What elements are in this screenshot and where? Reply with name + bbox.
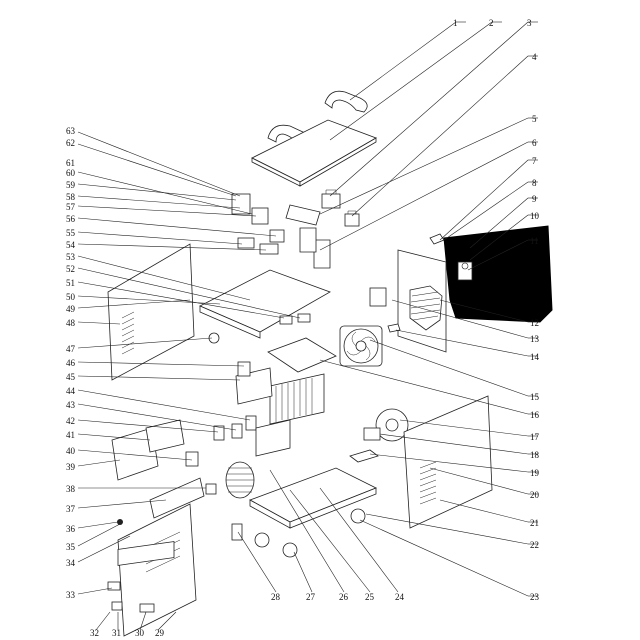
part-inductor <box>225 461 255 541</box>
callout-10: 10 <box>530 211 540 221</box>
callout-5: 5 <box>532 114 537 124</box>
callout-15: 15 <box>530 392 540 402</box>
part-boards-upper <box>285 204 331 269</box>
callout-63: 63 <box>66 126 76 136</box>
callout-36: 36 <box>66 524 76 534</box>
callout-60: 60 <box>66 168 76 178</box>
callout-2: 2 <box>489 18 494 28</box>
callout-31: 31 <box>112 628 121 638</box>
callout-42: 42 <box>66 416 75 426</box>
callout-23: 23 <box>530 592 540 602</box>
callout-43: 43 <box>66 400 76 410</box>
callout-3: 3 <box>527 18 532 28</box>
part-rear-assembly <box>429 225 553 323</box>
callout-49: 49 <box>66 304 76 314</box>
part-fan <box>339 325 383 367</box>
part-main-board <box>199 193 331 377</box>
callout-58: 58 <box>66 192 76 202</box>
part-top-cover <box>251 119 377 187</box>
callout-24: 24 <box>395 592 405 602</box>
part-mounting-plate <box>267 337 337 373</box>
callout-27: 27 <box>306 592 316 602</box>
callout-20: 20 <box>530 490 540 500</box>
callout-11: 11 <box>530 236 539 246</box>
callout-40: 40 <box>66 446 76 456</box>
callout-19: 19 <box>530 468 540 478</box>
callout-6: 6 <box>532 138 537 148</box>
callout-57: 57 <box>66 202 76 212</box>
callout-38: 38 <box>66 484 76 494</box>
callout-1: 1 <box>453 18 458 28</box>
part-front-panel <box>107 477 205 637</box>
callout-44: 44 <box>66 386 76 396</box>
callout-14: 14 <box>530 352 540 362</box>
part-heat-sink <box>235 367 325 457</box>
part-left-side-panel <box>107 243 195 381</box>
part-right-side-panel <box>403 395 493 529</box>
callout-30: 30 <box>135 628 145 638</box>
callout-4: 4 <box>532 52 537 62</box>
callout-47: 47 <box>66 344 76 354</box>
callout-7: 7 <box>532 156 537 166</box>
callout-29: 29 <box>155 628 165 638</box>
callout-16: 16 <box>530 410 540 420</box>
callout-12: 12 <box>530 318 539 328</box>
callout-59: 59 <box>66 180 76 190</box>
callout-34: 34 <box>66 558 76 568</box>
callout-25: 25 <box>365 592 375 602</box>
callout-21: 21 <box>530 518 539 528</box>
callout-26: 26 <box>339 592 349 602</box>
part-connector <box>457 261 473 281</box>
callout-8: 8 <box>532 178 537 188</box>
callout-62: 62 <box>66 138 75 148</box>
callout-53: 53 <box>66 252 76 262</box>
callout-32: 32 <box>90 628 99 638</box>
callout-numbers: 1 2 3 4 5 6 7 8 9 10 11 12 13 14 15 16 1… <box>66 18 540 638</box>
part-output-transformer <box>349 408 409 463</box>
callout-51: 51 <box>66 278 75 288</box>
callout-37: 37 <box>66 504 76 514</box>
callout-17: 17 <box>530 432 540 442</box>
part-rear-panel <box>369 249 447 353</box>
part-base <box>249 467 377 558</box>
callout-35: 35 <box>66 542 76 552</box>
part-control-boards <box>111 415 257 495</box>
callout-50: 50 <box>66 292 76 302</box>
callout-48: 48 <box>66 318 76 328</box>
part-transformers-top <box>321 189 360 227</box>
callout-46: 46 <box>66 358 76 368</box>
callout-9: 9 <box>532 194 537 204</box>
leader-lines <box>77 21 538 631</box>
callout-41: 41 <box>66 430 75 440</box>
callout-61: 61 <box>66 158 75 168</box>
callout-52: 52 <box>66 264 75 274</box>
callout-33: 33 <box>66 590 76 600</box>
callout-55: 55 <box>66 228 76 238</box>
callout-22: 22 <box>530 540 539 550</box>
callout-54: 54 <box>66 240 76 250</box>
callout-45: 45 <box>66 372 76 382</box>
callout-18: 18 <box>530 450 540 460</box>
callout-13: 13 <box>530 334 540 344</box>
callout-39: 39 <box>66 462 76 472</box>
callout-56: 56 <box>66 214 76 224</box>
callout-28: 28 <box>271 592 281 602</box>
